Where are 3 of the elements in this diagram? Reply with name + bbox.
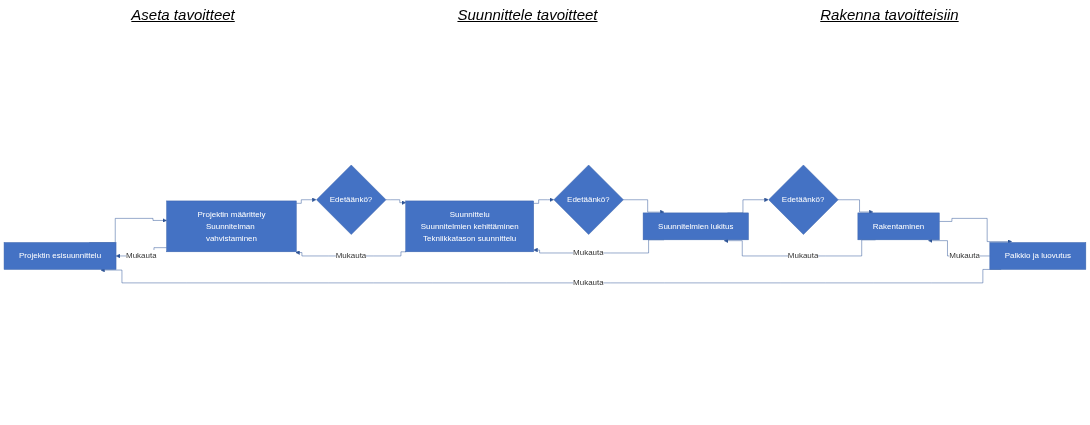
- phase-heading: Aseta tavoitteet: [131, 6, 235, 25]
- phase-heading: Rakenna tavoitteisiin: [820, 6, 959, 25]
- phase-heading: Suunnittele tavoitteet: [457, 6, 598, 25]
